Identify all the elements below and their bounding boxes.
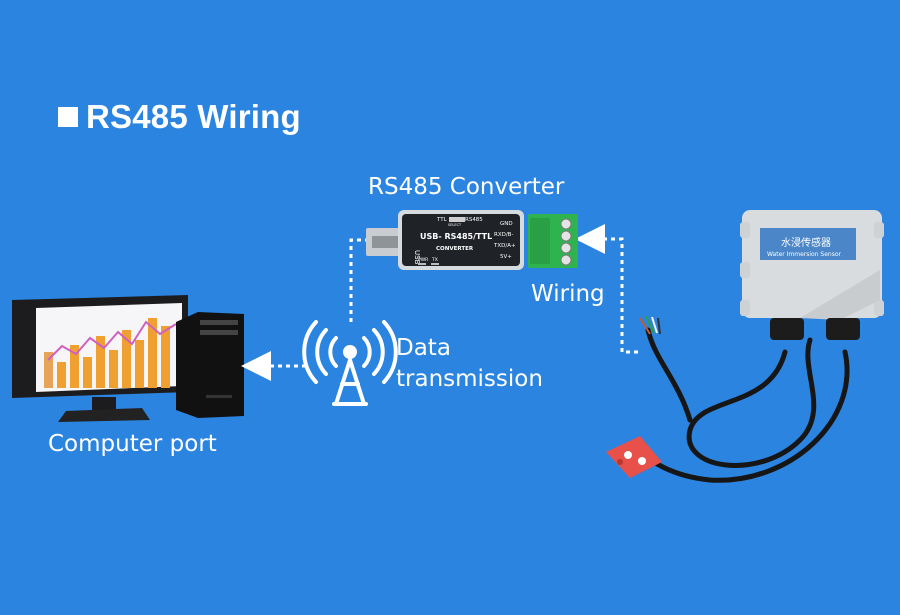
computer-port-label: Computer port: [48, 431, 217, 457]
arrow-usb-link: [349, 238, 368, 322]
title-bullet-square: [58, 107, 78, 127]
sensor-cables: [637, 327, 850, 483]
pin-gnd: GND: [500, 221, 513, 227]
water-immersion-sensor: [740, 210, 884, 340]
screen-line-chart: [47, 320, 177, 361]
converter-text: USB TTL SELECT RS485 USB- RS485/TTL CONV…: [413, 217, 516, 265]
converter-subtext: CONVERTER: [436, 246, 474, 252]
select-text: SELECT: [448, 223, 462, 227]
converter-leds: [418, 263, 439, 265]
model-text: USB- RS485/TTL: [420, 232, 492, 241]
sensor-label-en: Water Immersion Sensor: [767, 251, 842, 258]
sensor-label: 水浸传感器 Water Immersion Sensor: [767, 236, 842, 258]
page-title: RS485 Wiring: [58, 98, 301, 136]
wire-ends: [639, 315, 661, 335]
screen-bar-chart: [44, 318, 170, 388]
converter-label: RS485 Converter: [368, 174, 565, 200]
data-transmission-label-line1: Data: [396, 335, 451, 361]
computer-tower: [176, 312, 244, 418]
rs485-text: RS485: [465, 217, 483, 223]
data-transmission-label-line2: transmission: [396, 366, 543, 392]
rs485-converter: [398, 210, 524, 270]
led-pwr-text: PWR: [418, 257, 428, 263]
ttl-text: TTL: [436, 217, 448, 223]
pin-txd: TXD/A+: [493, 243, 516, 249]
title-text: RS485 Wiring: [86, 98, 301, 135]
terminal-block: [528, 214, 578, 268]
usb-text: USB: [413, 250, 421, 265]
red-probe-connector: [606, 436, 662, 478]
pin-5v: 5V+: [500, 254, 512, 260]
usb-plug: [366, 228, 402, 256]
led-tx-text: TX: [431, 257, 438, 263]
wireless-antenna-icon: [302, 320, 398, 406]
wiring-label: Wiring: [531, 281, 605, 307]
arrow-to-converter: [575, 224, 638, 354]
pin-rxd: RXD/B-: [494, 232, 513, 238]
sensor-label-cn: 水浸传感器: [781, 236, 831, 249]
